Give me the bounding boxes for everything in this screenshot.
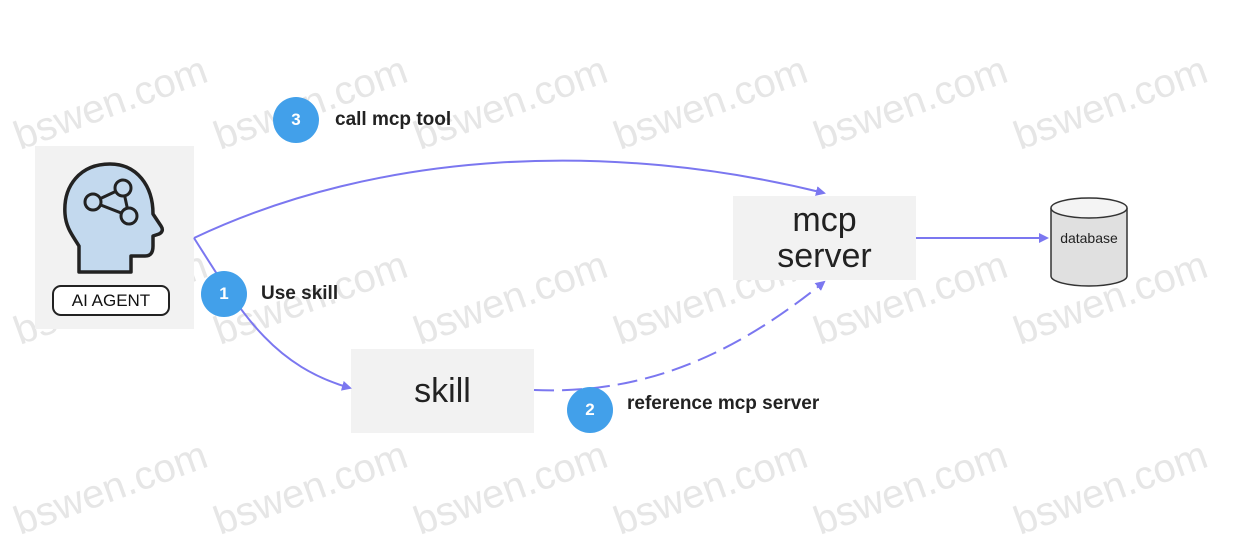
mcp-server-label-line2: server	[777, 237, 872, 275]
watermark: bswen.com	[1008, 433, 1213, 538]
ai-agent-label: AI AGENT	[52, 285, 170, 316]
watermark: bswen.com	[8, 48, 213, 159]
ai-head-icon	[63, 162, 165, 274]
skill-node: skill	[351, 349, 534, 433]
watermark: bswen.com	[1008, 48, 1213, 159]
database-label: database	[1060, 230, 1118, 246]
mcp-server-label-line1: mcp	[792, 201, 857, 239]
step-2-label: reference mcp server	[627, 393, 820, 414]
step-1-badge: 1	[201, 271, 247, 317]
step-1-label: Use skill	[261, 283, 339, 304]
watermark: bswen.com	[1008, 243, 1213, 354]
mcp-server-node: mcp server	[733, 196, 916, 280]
skill-label: skill	[414, 371, 471, 410]
watermark: bswen.com	[608, 433, 813, 538]
watermark: bswen.com	[408, 433, 613, 538]
watermark: bswen.com	[808, 48, 1013, 159]
step-2-badge: 2	[567, 387, 613, 433]
step-3-label: call mcp tool	[335, 109, 452, 130]
watermark: bswen.com	[608, 48, 813, 159]
watermark: bswen.com	[208, 433, 413, 538]
watermark: bswen.com	[408, 243, 613, 354]
watermark: bswen.com	[8, 433, 213, 538]
watermark: bswen.com	[808, 433, 1013, 538]
step-3-badge: 3	[273, 97, 319, 143]
watermark: bswen.com	[408, 48, 613, 159]
